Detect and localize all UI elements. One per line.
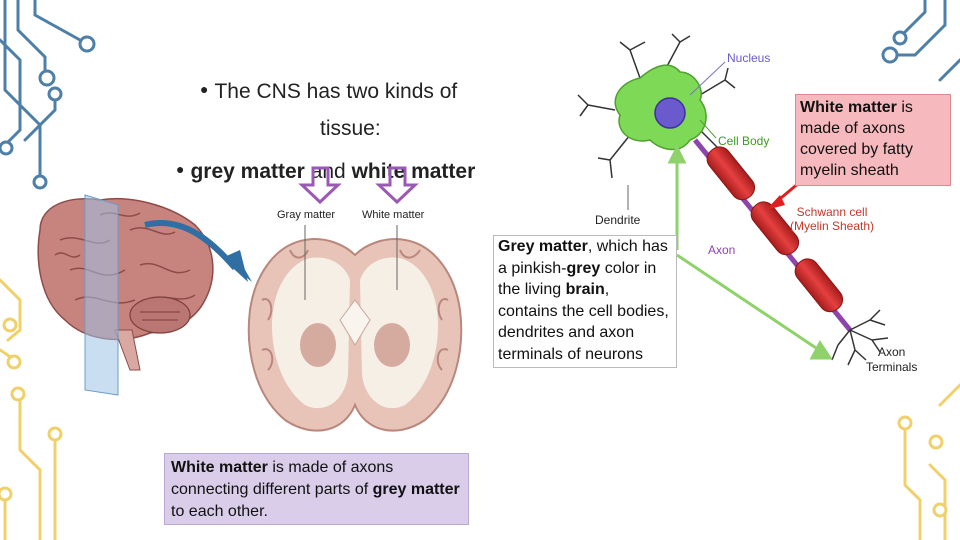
label-cell-body: Cell Body: [718, 134, 769, 148]
label-schwann-line1: Schwann cell: [790, 205, 874, 219]
label-terminals-line2: Terminals: [866, 360, 917, 375]
brain-side-view: [38, 195, 213, 395]
callout-grey-b2: grey: [566, 260, 600, 277]
callout-bottom-b2: grey matter: [373, 481, 460, 498]
label-schwann-line2: (Myelin Sheath): [790, 219, 874, 233]
callout-right-bold: White matter: [800, 99, 897, 116]
callout-grey-matter: Grey matter, which has a pinkish-grey co…: [493, 235, 677, 368]
label-white-matter: White matter: [362, 209, 424, 221]
callout-white-matter-bottom: White matter is made of axons connecting…: [164, 453, 469, 525]
callout-grey-b1: Grey matter: [498, 238, 588, 255]
label-gray-matter: Gray matter: [277, 209, 335, 221]
label-axon-terminals: Axon Terminals: [866, 345, 917, 375]
callout-grey-b3: brain: [566, 281, 605, 298]
label-dendrite: Dendrite: [595, 213, 640, 227]
label-terminals-line1: Axon: [866, 345, 917, 360]
label-axon: Axon: [708, 243, 735, 257]
label-nucleus: Nucleus: [727, 51, 770, 65]
callout-bottom-t2: to each other.: [171, 503, 268, 520]
label-schwann-cell: Schwann cell (Myelin Sheath): [790, 205, 874, 233]
brain-coronal-section: [249, 239, 461, 431]
callout-white-matter-right: White matter is made of axons covered by…: [795, 94, 951, 186]
callout-bottom-b1: White matter: [171, 459, 268, 476]
purple-arrows: [302, 168, 415, 202]
